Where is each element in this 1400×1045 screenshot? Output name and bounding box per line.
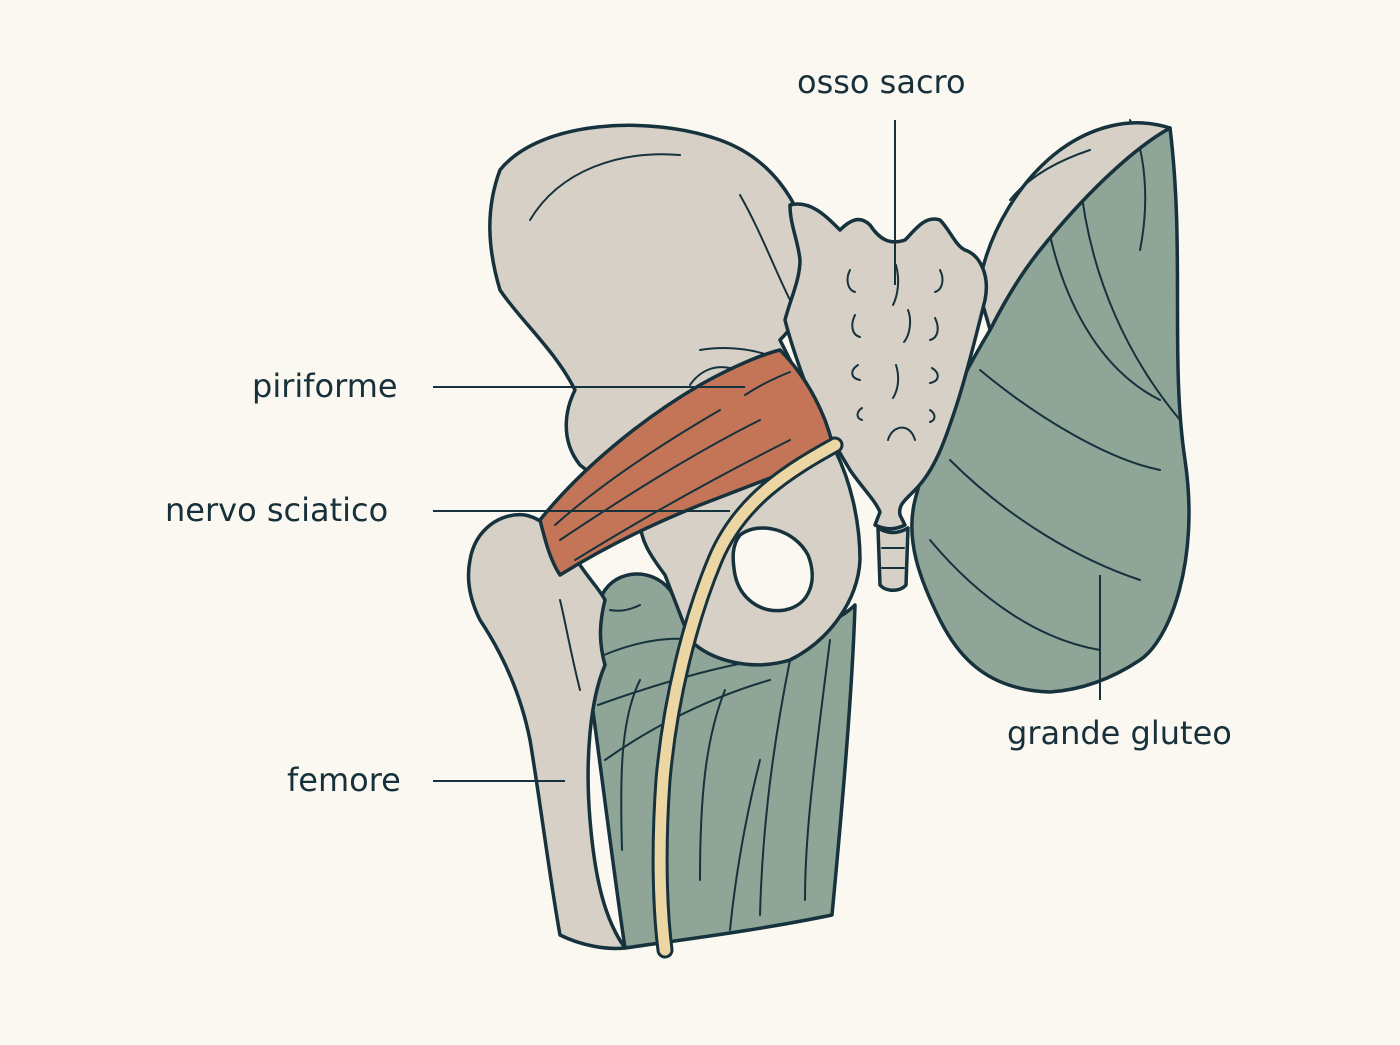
piriformis-muscle (538, 348, 834, 577)
coccyx (876, 526, 910, 592)
label-sciatic-nerve: nervo sciatico (165, 491, 389, 529)
right-ilium (977, 121, 1172, 332)
label-sacrum: osso sacro (797, 63, 966, 101)
label-femur: femore (287, 761, 401, 799)
label-gluteus-maximus: grande gluteo (1007, 714, 1232, 752)
label-piriformis: piriforme (252, 367, 398, 405)
obturator-foramen (731, 526, 814, 613)
sacrum (783, 202, 988, 531)
